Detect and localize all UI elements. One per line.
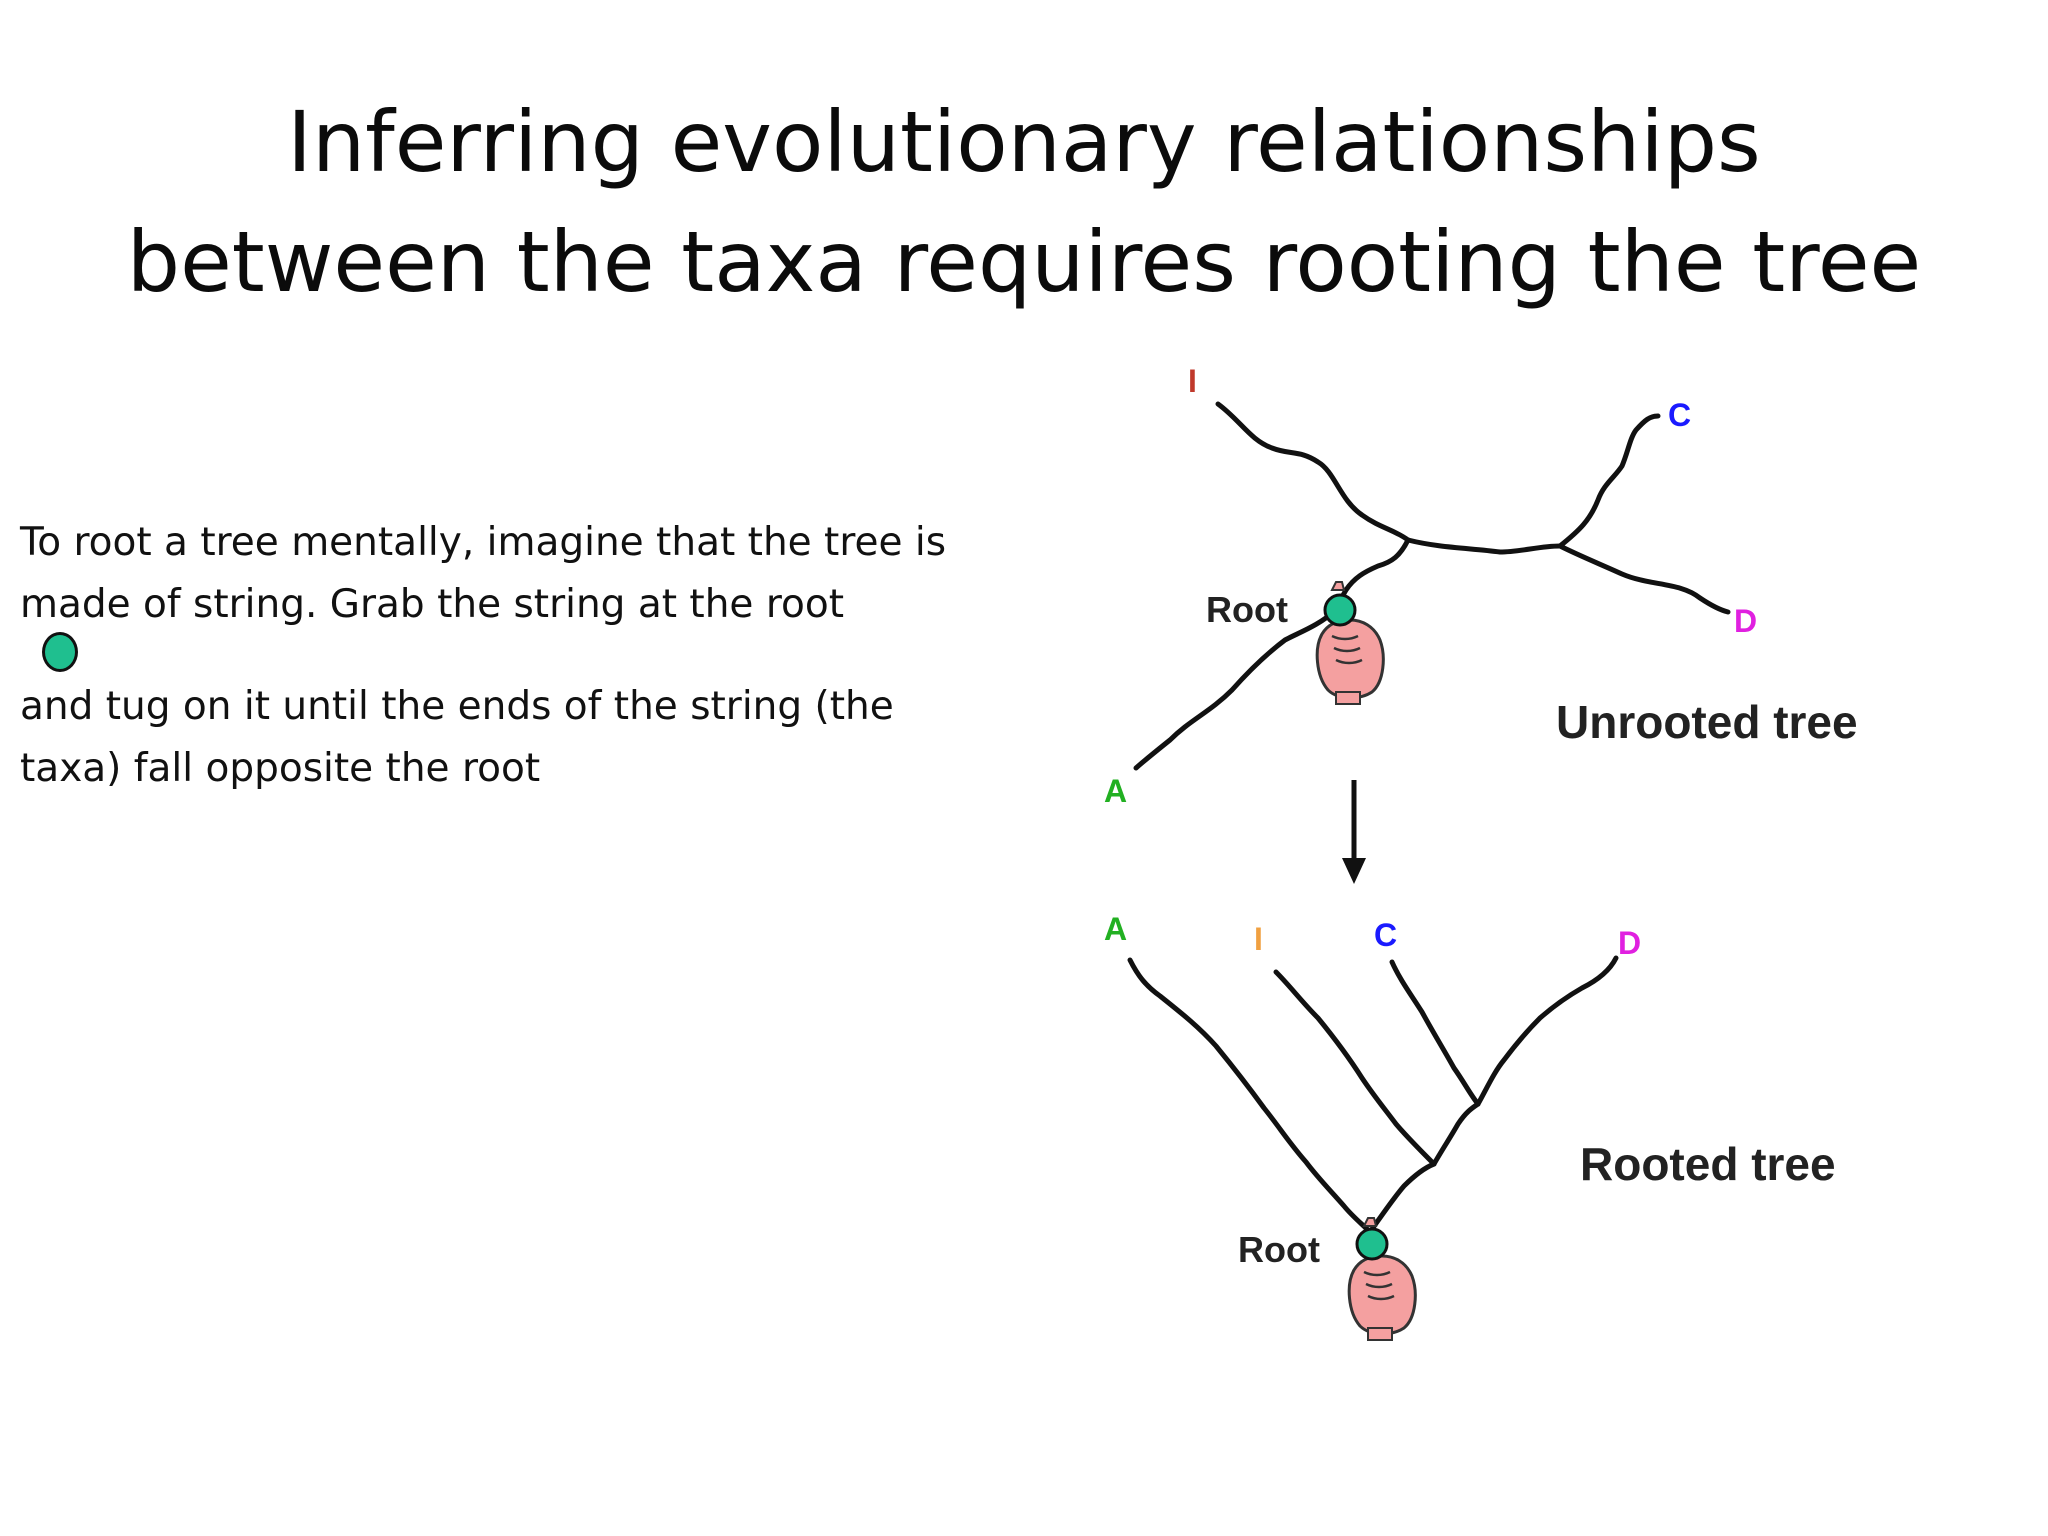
unrooted-tree xyxy=(1133,401,1731,771)
rooted-internal-branch xyxy=(1431,1101,1481,1167)
rooted-branch-i xyxy=(1273,969,1437,1167)
instruction-line-1: To root a tree mentally, imagine that th… xyxy=(20,520,947,565)
rooted-branch-c xyxy=(1389,959,1481,1107)
slide-title: Inferring evolutionary relationships bet… xyxy=(0,82,2048,322)
unrooted-branch-c xyxy=(1557,413,1661,549)
unrooted-root-node-icon xyxy=(1323,593,1357,627)
rooted-root-node-icon xyxy=(1355,1227,1389,1261)
unrooted-root-label: Root xyxy=(1206,589,1288,630)
rooted-branch-d xyxy=(1475,955,1619,1107)
down-arrow-icon xyxy=(1342,780,1366,884)
instruction-line-3: and tug on it until the ends of the stri… xyxy=(20,684,894,729)
instruction-line-2: made of string. Grab the string at the r… xyxy=(20,574,1040,676)
rooted-tree xyxy=(1127,955,1619,1235)
rooted-branch-a xyxy=(1127,957,1373,1235)
unrooted-internal-branch xyxy=(1405,537,1563,555)
unrooted-branch-a xyxy=(1133,607,1339,771)
rooted-root-label: Root xyxy=(1238,1229,1320,1270)
rooted-taxon-c: C xyxy=(1374,917,1397,953)
instruction-line-4: taxa) fall opposite the root xyxy=(20,746,541,791)
unrooted-branch-d xyxy=(1557,543,1731,615)
unrooted-taxon-i: I xyxy=(1188,363,1197,399)
rooted-taxon-d: D xyxy=(1618,925,1641,961)
instruction-text: To root a tree mentally, imagine that th… xyxy=(20,512,1040,800)
unrooted-taxon-a: A xyxy=(1104,773,1127,809)
rooted-branch-root xyxy=(1367,1161,1437,1235)
rooted-taxon-a: A xyxy=(1104,911,1127,947)
slide-title-line-2: between the taxa requires rooting the tr… xyxy=(126,213,1922,311)
unrooted-caption: Unrooted tree xyxy=(1556,696,1858,748)
unrooted-taxon-d: D xyxy=(1734,603,1757,639)
root-marker-icon xyxy=(42,632,78,672)
unrooted-branch-i xyxy=(1215,401,1411,543)
rooted-taxon-i: I xyxy=(1254,921,1263,957)
rooted-caption: Rooted tree xyxy=(1580,1138,1836,1190)
slide-title-line-1: Inferring evolutionary relationships xyxy=(287,93,1761,191)
unrooted-taxon-c: C xyxy=(1668,397,1691,433)
